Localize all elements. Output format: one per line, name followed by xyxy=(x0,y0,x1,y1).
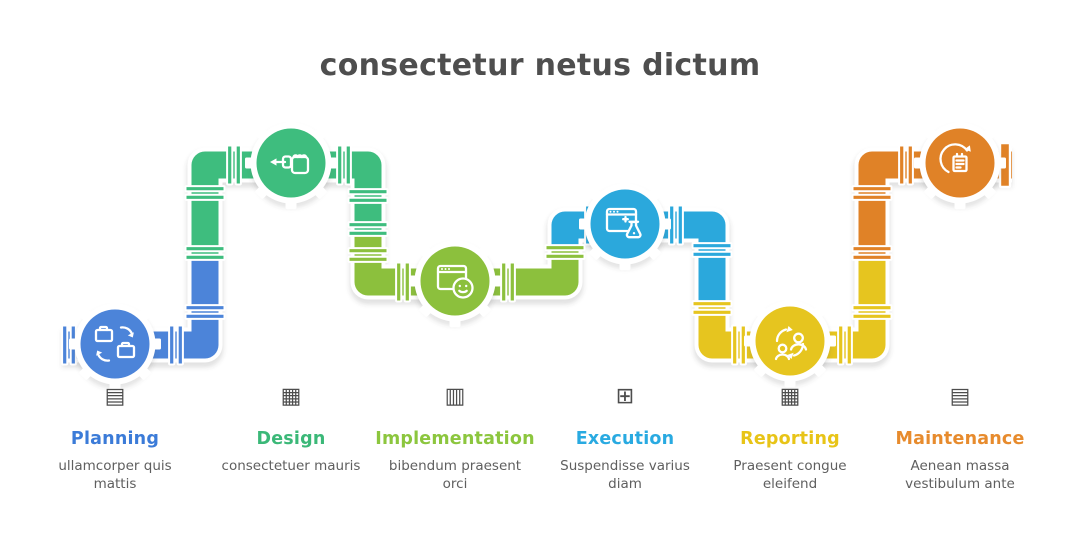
stage-subtext-line2: eleifend xyxy=(762,475,818,492)
stage-label: Implementation xyxy=(375,429,535,449)
stage-label: Reporting xyxy=(740,429,840,449)
stage-subtext-line1: consectetuer mauris xyxy=(221,458,361,474)
stage-couplings xyxy=(69,117,1006,390)
stage-coupling xyxy=(245,117,337,209)
grid-mini-icon: ▦ xyxy=(779,384,801,409)
stage-coupling xyxy=(69,298,161,390)
stage-subtext-line2: vestibulum ante xyxy=(905,475,1015,492)
plus-box-mini-icon: ⊞ xyxy=(615,384,635,409)
stage-subtext-line2: mattis xyxy=(93,475,137,492)
stage-subtext-line1: bibendum praesent xyxy=(388,458,522,474)
stage-maintenance: ▤ Maintenance Aenean massa vestibulum an… xyxy=(865,386,1055,494)
clipboard-mini-icon: ▤ xyxy=(104,384,126,409)
stage-label: Planning xyxy=(70,429,160,449)
clipboard-mini-icon: ▤ xyxy=(949,384,971,409)
stage-subtext-line1: Aenean massa xyxy=(910,458,1010,474)
stage-label: Execution xyxy=(575,429,675,449)
stage-coupling xyxy=(579,178,671,270)
stage-coupling xyxy=(744,295,836,387)
stage-subtext-line1: Praesent congue xyxy=(733,458,847,474)
panel-mini-icon: ▥ xyxy=(444,384,466,409)
pipe-flanges xyxy=(61,141,1012,366)
stage-subtext-line1: ullamcorper quis xyxy=(58,458,172,474)
stage-coupling xyxy=(409,235,501,327)
stage-subtext-line2: diam xyxy=(608,475,642,492)
stage-label: Maintenance xyxy=(895,429,1025,449)
stage-label: Design xyxy=(256,429,326,449)
stage-implementation: ▥ Implementation bibendum praesent orci xyxy=(360,386,550,494)
stage-reporting: ▦ Reporting Praesent congue eleifend xyxy=(695,386,885,494)
grid-mini-icon: ▦ xyxy=(280,384,302,409)
stage-planning: ▤ Planning ullamcorper quis mattis xyxy=(20,386,210,494)
stage-subtext-line2: orci xyxy=(442,475,468,492)
stage-subtext-line1: Suspendisse varius xyxy=(560,458,690,474)
page-title: consectetur netus dictum xyxy=(319,48,761,83)
stage-coupling xyxy=(914,117,1006,209)
stage-execution: ⊞ Execution Suspendisse varius diam xyxy=(530,386,720,494)
stage-design: ▦ Design consectetuer mauris xyxy=(196,386,386,476)
